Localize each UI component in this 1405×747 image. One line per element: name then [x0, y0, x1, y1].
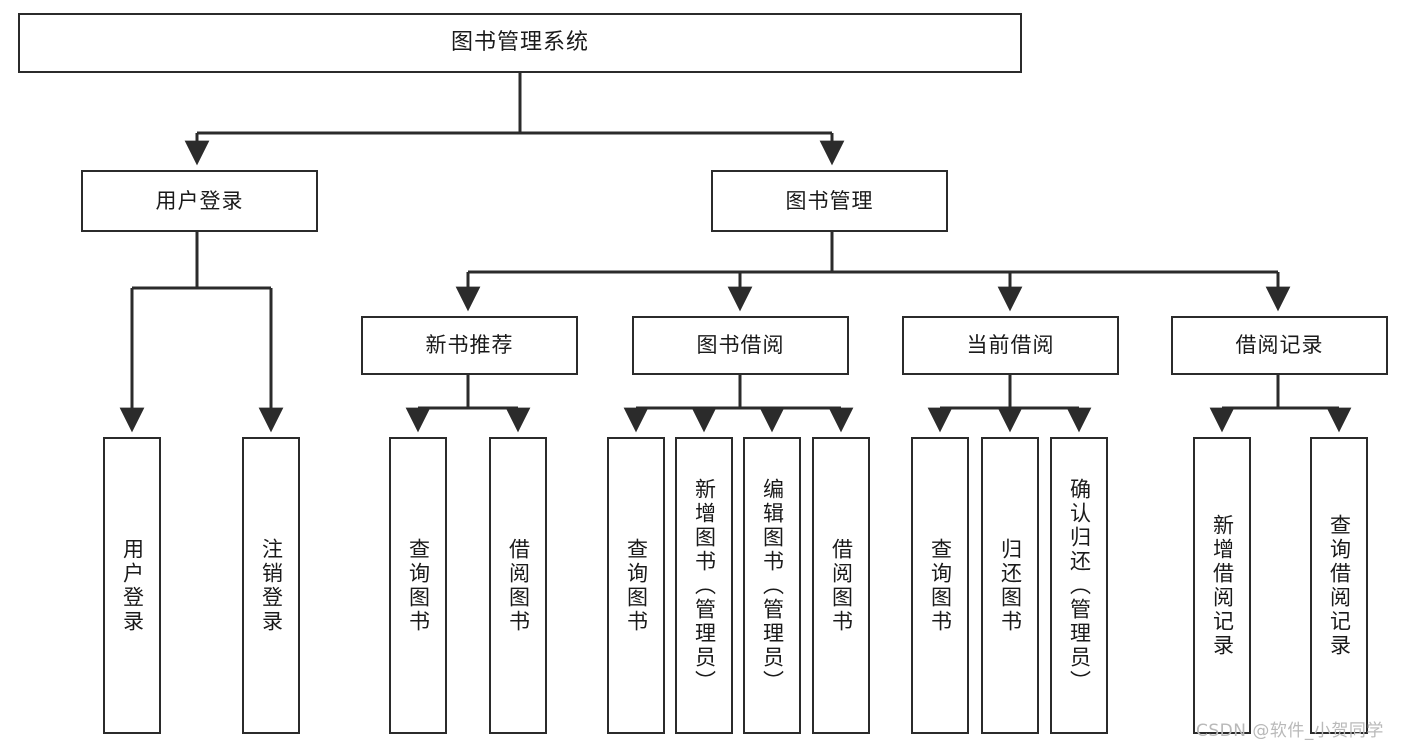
node-label: 借阅图书	[829, 537, 854, 634]
node-label: 图书管理系统	[450, 30, 589, 56]
node-label: 确认归还（管理员）	[1067, 477, 1092, 694]
leaf-borrow-edit-book-admin[interactable]: 编辑图书（管理员）	[743, 437, 801, 734]
node-label: 用户登录	[155, 188, 244, 213]
leaf-current-return-book[interactable]: 归还图书	[981, 437, 1039, 734]
leaf-borrow-query-book[interactable]: 查询图书	[607, 437, 665, 734]
node-label: 注销登录	[259, 537, 284, 634]
node-current-borrow[interactable]: 当前借阅	[902, 316, 1119, 375]
node-label: 借阅图书	[506, 537, 531, 634]
node-label: 图书管理	[785, 188, 874, 213]
leaf-user-login[interactable]: 用户登录	[103, 437, 161, 734]
node-borrow-record[interactable]: 借阅记录	[1171, 316, 1388, 375]
node-root-book-management-system[interactable]: 图书管理系统	[18, 13, 1022, 73]
node-label: 借阅记录	[1235, 333, 1324, 358]
node-label: 归还图书	[998, 537, 1023, 634]
leaf-recommend-query-book[interactable]: 查询图书	[389, 437, 447, 734]
node-label: 查询图书	[406, 537, 431, 634]
node-book-management[interactable]: 图书管理	[711, 170, 948, 232]
node-user-login[interactable]: 用户登录	[81, 170, 318, 232]
leaf-borrow-lend-book[interactable]: 借阅图书	[812, 437, 870, 734]
node-label: 用户登录	[120, 537, 145, 634]
leaf-record-query-borrow-record[interactable]: 查询借阅记录	[1310, 437, 1368, 734]
node-book-borrow[interactable]: 图书借阅	[632, 316, 849, 375]
node-label: 查询借阅记录	[1327, 513, 1352, 658]
node-label: 新增借阅记录	[1210, 513, 1235, 658]
node-label: 查询图书	[928, 537, 953, 634]
node-label: 编辑图书（管理员）	[760, 477, 785, 694]
node-label: 图书借阅	[696, 333, 785, 358]
node-label: 新增图书（管理员）	[692, 477, 717, 694]
leaf-record-add-borrow-record[interactable]: 新增借阅记录	[1193, 437, 1251, 734]
leaf-recommend-borrow-book[interactable]: 借阅图书	[489, 437, 547, 734]
node-label: 新书推荐	[425, 333, 514, 358]
node-label: 当前借阅	[966, 333, 1055, 358]
leaf-current-query-book[interactable]: 查询图书	[911, 437, 969, 734]
csdn-watermark: CSDN @软件_小贺同学	[1196, 721, 1384, 741]
leaf-borrow-add-book-admin[interactable]: 新增图书（管理员）	[675, 437, 733, 734]
node-label: 查询图书	[624, 537, 649, 634]
node-new-book-recommend[interactable]: 新书推荐	[361, 316, 578, 375]
leaf-user-logout[interactable]: 注销登录	[242, 437, 300, 734]
leaf-current-confirm-return-admin[interactable]: 确认归还（管理员）	[1050, 437, 1108, 734]
